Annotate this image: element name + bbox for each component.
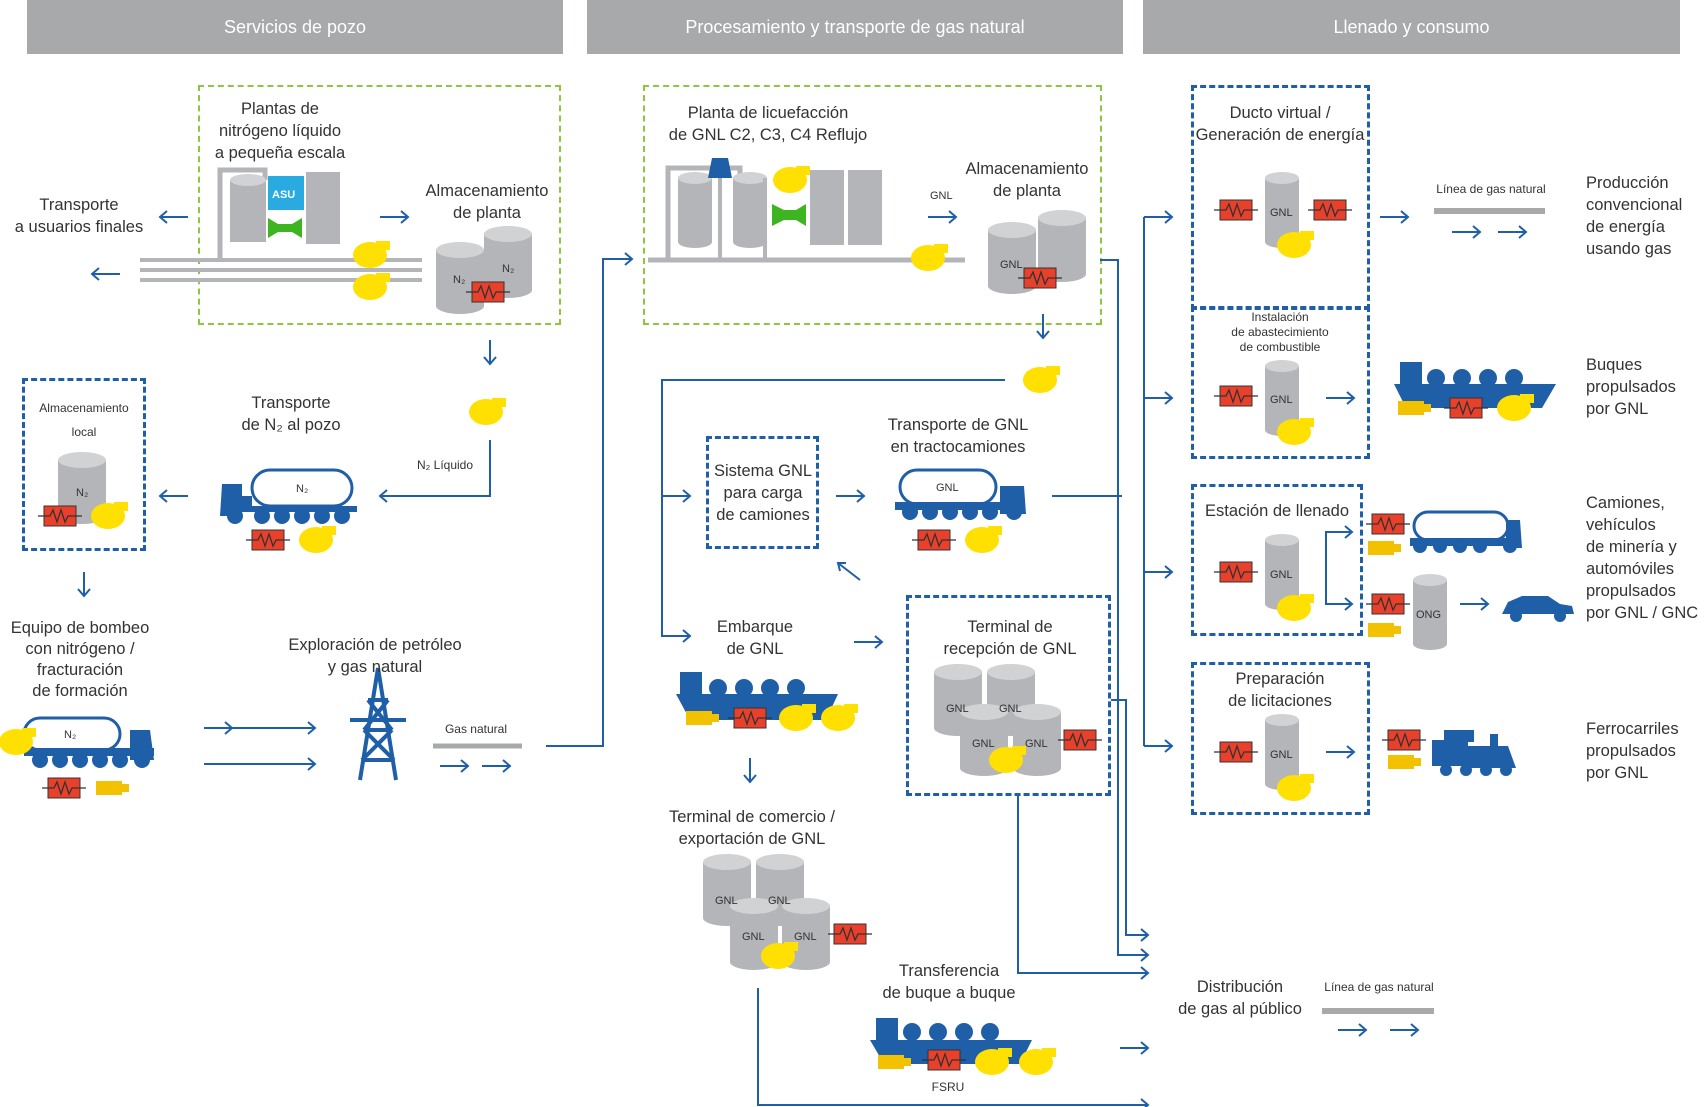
gnl-tag-fs: GNL [1270,394,1293,406]
gas-line-label-1: Línea de gas natural [1436,182,1546,196]
gnl-tag-fil: GNL [1270,569,1293,581]
transport-end-users-label: Transporte a usuarios finales [14,196,144,236]
header-filling-consumption: Llenado y consumo [1143,0,1680,54]
lng-shipping-label: Embarque de GNL [716,618,794,658]
oil-rig-icon [350,667,406,781]
gnl-tag-rec-4: GNL [1025,738,1048,750]
oil-gas-exploration-label: Exploración de petróleo y gas natural [288,636,462,676]
reception-terminal-box [906,595,1111,796]
gnl-tag-trade-1: GNL [715,895,738,907]
n2-tag-1: N₂ [453,274,465,286]
gnl-tag-rec-3: GNL [972,738,995,750]
tanker-truck-icon [1365,510,1522,555]
plant-storage-tanks-1 [436,226,532,314]
lng-truck-transport-label: Transporte de GNL en tractocamiones [887,416,1029,456]
n2-tag-2: N₂ [502,263,514,275]
nitrogen-plant-box [198,85,561,325]
liquefaction-plant-label: Planta de licuefacción de GNL C2, C3, C4… [668,104,868,144]
gnl-tag-storage: GNL [1000,259,1023,271]
n2-tag-local: N₂ [76,487,88,499]
filling-station-label: Estación de llenado [1204,502,1350,520]
virtual-pipeline-label: Ducto virtual / Generación de energía [1195,104,1365,144]
gnl-tag-trade-2: GNL [768,895,791,907]
gnl-tag-bp: GNL [1270,749,1293,761]
filling-station-icon [1213,534,1314,621]
n2-truck-tag: N₂ [296,483,308,495]
header-well-services: Servicios de pozo [27,0,563,54]
fuel-station-box [1191,306,1370,459]
lng-ship-icon [676,672,858,731]
fuel-station-icon [1213,360,1314,445]
n2-liquid-label: N₂ Líquido [416,458,474,472]
ship-to-ship-label: Transferencia de buque a buque [882,962,1016,1002]
car-icon [1502,596,1574,622]
nitrogen-plant-icon [140,167,422,300]
lng-ships-label: Buques propulsados por GNL [1586,356,1676,418]
liquefaction-plant-icon [648,158,965,271]
nitrogen-plants-label: Plantas de nitrógeno líquido a pequeña e… [214,100,346,162]
natural-gas-label: Gas natural [444,722,508,736]
storage-plant-label-1: Almacenamiento de planta [425,182,549,222]
gnl-tag-vp: GNL [1270,207,1293,219]
gnl-tag-trade-4: GNL [794,931,817,943]
trade-terminal-label: Terminal de comercio / exportación de GN… [669,808,835,848]
local-storage-label: Almacenamiento local [39,401,129,439]
bidding-prep-icon [1213,714,1314,801]
local-storage-box [22,378,146,551]
locomotive-icon [1381,729,1516,776]
n2-tag-pump: N₂ [64,729,76,741]
gnl-tag-trade-3: GNL [742,931,765,943]
lng-reception-label: Terminal de recepción de GNL [943,618,1077,658]
gnl-flow-tag: GNL [930,190,953,202]
storage-plant-label-2: Almacenamiento de planta [965,160,1089,200]
lng-ship-small-icon [1394,362,1556,421]
reception-terminal-tanks [934,664,1103,776]
gnl-tag-rec-2: GNL [999,703,1022,715]
fsru-ship-icon [870,1018,1056,1075]
pumping-equipment-label: Equipo de bombeo con nitrógeno / fractur… [10,619,150,700]
lng-truck-icon [895,468,1026,553]
fuel-station-label: Instalación de abastecimiento de combust… [1231,310,1329,354]
gas-line-label-2: Línea de gas natural [1324,980,1434,994]
truck-system-box [706,436,819,549]
trade-terminal-tanks [703,854,873,970]
pumping-truck-icon [0,716,154,799]
n2-transport-label: Transporte de N₂ al pozo [241,394,341,434]
header-gas-processing: Procesamiento y transporte de gas natura… [587,0,1123,54]
lng-truck-system-label: Sistema GNL para carga de camiones [713,462,813,524]
ong-tag: ONG [1416,609,1441,621]
public-distribution-label: Distribución de gas al público [1178,978,1302,1018]
fsru-label: FSRU [931,1080,965,1094]
trucks-vehicles-label: Camiones, vehículos de minería y automóv… [1586,494,1699,622]
gnl-tag-truck: GNL [936,482,959,494]
plant-storage-tanks-2 [988,210,1086,294]
bidding-prep-box [1191,662,1370,815]
liquefaction-plant-box [643,85,1102,325]
bidding-prep-label: Preparación de licitaciones [1228,670,1332,710]
filling-station-box [1191,484,1363,636]
asu-tag: ASU [272,189,295,201]
lng-railroads-label: Ferrocarriles propulsados por GNL [1586,720,1679,782]
n2-truck-icon [220,468,357,553]
gnl-tag-rec-1: GNL [946,703,969,715]
conventional-power-label: Producción convencional de energía usand… [1586,174,1683,258]
